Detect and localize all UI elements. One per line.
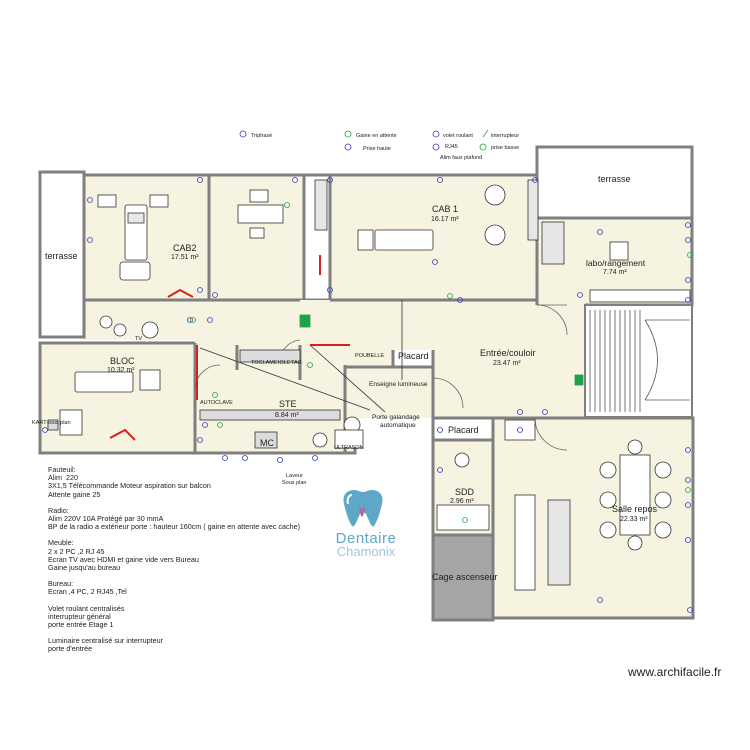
legend-volet: volet roulant — [443, 133, 473, 139]
green-symbols — [190, 129, 693, 523]
label-tag: TAG — [291, 360, 302, 366]
note-line: Ecran TV avec HDMI et gaine vide vers Bu… — [48, 554, 199, 564]
note-line: 3X1,5 Télécommande Moteur aspiration sur… — [48, 481, 211, 491]
label-mc: MC — [260, 438, 274, 448]
electrical-symbols — [42, 130, 693, 613]
label-poubelle: POUBELLE — [355, 353, 384, 359]
room-name-ste: STE — [279, 399, 297, 409]
stairs — [584, 304, 693, 418]
label-toclame: TOCLAME — [251, 360, 278, 366]
room-name-terrasse-right: terrasse — [598, 174, 631, 184]
note-line: Alim 220 — [48, 473, 78, 483]
label-kart: KART — [32, 420, 47, 426]
room-name-cage: Cage ascenseur — [432, 572, 498, 582]
logo-name: Dentaire — [335, 530, 397, 547]
label-ultrason: ULTRASON — [334, 445, 364, 451]
watermark[interactable]: www.archifacile.fr — [628, 665, 722, 679]
room-name-placard2: Placard — [448, 425, 479, 435]
note-line: Attente gaine 25 — [48, 489, 101, 499]
room-area-labo: 7.74 m² — [603, 269, 627, 276]
note-line: Fauteuil: — [48, 465, 76, 474]
note-line: Volet roulant centralisés — [48, 603, 125, 613]
label-enseigne: Enseigne lumineuse — [369, 381, 428, 388]
note-line: Gaine jusqu'au bureau — [48, 563, 121, 573]
room-area-sdd: 2.96 m² — [450, 498, 474, 505]
note-line: 2 x 2 PC ,2 RJ 45 — [48, 546, 105, 556]
note-line: Bureau: — [48, 579, 74, 589]
legend-prise-basse: prise basse — [491, 145, 519, 151]
note-line: BP de la radio a extérieur porte : haute… — [48, 522, 300, 532]
furniture — [47, 179, 691, 591]
label-laveur-1: Laveur — [286, 473, 303, 479]
room-closet — [302, 173, 332, 302]
logo-sub: Chamonix — [336, 544, 396, 559]
note-line: Meuble: — [48, 538, 74, 548]
room-name-bloc: BLOC — [110, 356, 135, 366]
notes-block: Fauteuil: Alim 220 3X1,5 Télécommande Mo… — [48, 465, 358, 654]
legend-prise-haute: Prise haute — [363, 146, 391, 152]
room-name-cab1: CAB 1 — [432, 204, 458, 214]
room-area-cab1: 16.17 m² — [431, 216, 459, 223]
label-iole: IOLE — [278, 360, 291, 366]
room-area-entree: 23.47 m² — [493, 360, 521, 367]
label-porte-2: automatique — [380, 422, 416, 429]
room-area-ste: 8.84 m² — [275, 412, 299, 419]
legend-interrupteur: interrupteur — [491, 133, 519, 139]
legend-gaine: Gaine en attente — [356, 133, 397, 139]
room-name-entree: Entrée/couloir — [480, 348, 536, 358]
room-area-salle-repos: 22.33 m² — [620, 516, 648, 523]
label-sous-plan: sous plan — [47, 420, 71, 426]
note-line: Alim 220V 10A Protégé par 30 mmA — [48, 514, 164, 524]
room-area-cab2: 17.51 m² — [171, 254, 199, 261]
note-line: Ecran ,4 PC, 2 RJ45 ,Tel — [48, 587, 127, 597]
red-lines — [109, 255, 350, 441]
room-name-salle-repos: Salle repos — [612, 504, 658, 514]
room-name-sdd: SDD — [455, 487, 475, 497]
terraces — [38, 145, 694, 339]
interior-walls — [40, 298, 693, 620]
legend-alim-faux: Alim faux plafond — [440, 155, 482, 161]
terrasse-left — [38, 170, 86, 339]
room-name-cab2: CAB2 — [173, 243, 197, 253]
legend-triphase: Triphasé — [251, 133, 272, 139]
room-cage — [431, 533, 495, 622]
label-laveur-2: Sous plan — [282, 480, 306, 486]
room-name-terrasse-left: terrasse — [45, 251, 78, 261]
room-name-labo: labo/rangement — [586, 258, 646, 268]
legend-rj45: RJ45 — [445, 144, 458, 150]
label-tv: TV — [135, 336, 142, 342]
label-autoclave: AUTOCLAVE — [200, 400, 233, 406]
dentaire-logo: Dentaire Chamonix — [318, 486, 414, 559]
label-porte-1: Porte galandage — [372, 414, 420, 421]
note-line: Radio: — [48, 505, 69, 515]
note-line: porte d'entrée — [48, 644, 93, 654]
doors — [194, 304, 568, 451]
room-name-placard1: Placard — [398, 351, 429, 361]
note-line: interrupteur général — [48, 611, 111, 621]
leader-lines — [199, 300, 403, 413]
room-area-bloc: 10.32 m² — [107, 367, 135, 374]
note-line: porte entrée Etage 1 — [48, 620, 114, 630]
note-line: Luminaire centralisé sur interrupteur — [48, 636, 164, 646]
tooth-icon — [343, 490, 383, 527]
